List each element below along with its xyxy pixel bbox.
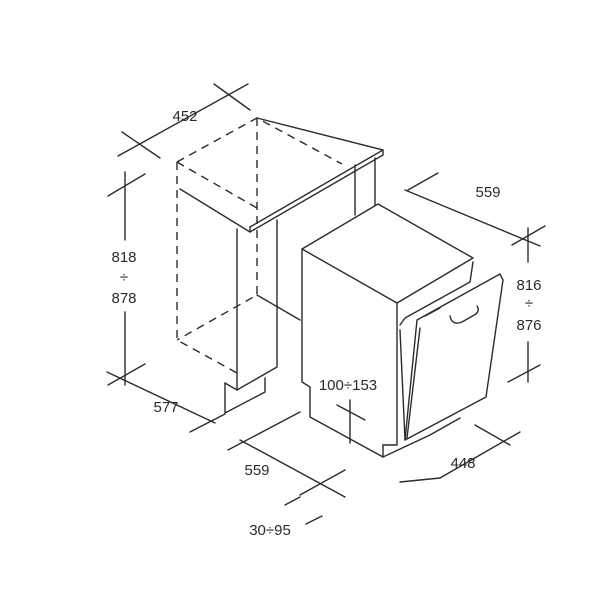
plinth-gap-label: 30÷95 [249,522,291,539]
dimension-lines [106,83,546,525]
appliance-height-min-label: 816 [516,277,541,294]
door-handle-icon [449,305,479,324]
niche-height-sep-label: ÷ [120,269,128,286]
worktop-and-cabinet [179,117,384,414]
control-panel-icon [424,307,441,317]
niche-height-min-label: 818 [111,249,136,266]
niche-outline [176,117,343,374]
appliance-depth-top-label: 559 [475,184,500,201]
appliance-width-label: 448 [450,455,475,472]
niche-height-max-label: 878 [111,290,136,307]
appliance-height-sep-label: ÷ [525,295,533,312]
appliance-height-max-label: 876 [516,317,541,334]
niche-depth-label: 577 [153,399,178,416]
niche-width-label: 452 [172,108,197,125]
appliance-depth-bottom-label: 559 [244,462,269,479]
plinth-height-label: 100÷153 [319,377,377,394]
dishwasher [301,203,504,458]
